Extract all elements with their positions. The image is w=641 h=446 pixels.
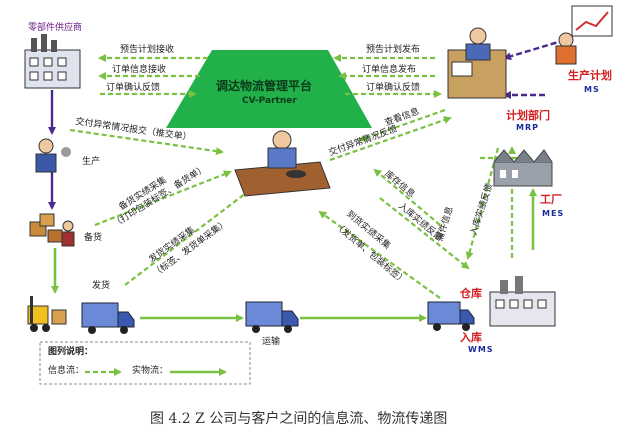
legend-title: 图列说明：: [48, 347, 94, 357]
production-plan-label: 生产计划: [568, 69, 612, 82]
platform-title: 调达物流管理平台: [216, 79, 313, 93]
legend-material-label: 实物流：: [132, 366, 169, 376]
truck-warehouse-icon: [427, 301, 475, 331]
factory-label: 工厂: [540, 193, 562, 206]
material-flows: [51, 188, 537, 376]
stock-boxes-icon: [29, 213, 75, 247]
production-plan-system-label: MS: [584, 85, 600, 94]
factory-icon: [493, 149, 553, 187]
supplier-label: 零部件供应商: [28, 23, 83, 33]
truck-transport-icon: [245, 301, 299, 333]
warehouse-label: 仓库: [460, 287, 482, 300]
planning-office-icon: [447, 27, 507, 99]
platform-subtitle: CV-Partner: [242, 96, 297, 106]
legend-box: [39, 341, 251, 385]
stock-prep-label: 备货: [84, 233, 103, 243]
production-plan-chart-icon: [555, 5, 613, 65]
flow-plan-publish: 预告计划发布: [366, 45, 421, 55]
plan-dept-label: 计划部门: [506, 109, 550, 122]
factory-system-label: MES: [542, 209, 565, 218]
system-flows: [48, 38, 566, 210]
inbound-system-label: WMS: [468, 345, 494, 354]
arrow-view-info: [358, 108, 446, 142]
arrow-stock-collect: [94, 170, 232, 227]
supplier-building-icon: [24, 34, 81, 89]
flow-confirm-left: 订单确认反馈: [106, 83, 161, 93]
arrow-demand: [465, 147, 500, 260]
shipping-label: 发货: [92, 281, 111, 291]
arrow-exception-left: [69, 128, 224, 156]
flow-order-publish: 订单信息发布: [362, 65, 417, 75]
platform-operator-icon: [234, 130, 331, 197]
flow-order-receive: 订单信息接收: [112, 65, 167, 75]
arrow-ship-collect: [124, 188, 252, 286]
forklift-icon: [27, 296, 67, 332]
plan-system-label: MRP: [516, 123, 539, 132]
arrow-ms-plan: [503, 38, 566, 61]
production-worker-icon: [35, 138, 71, 173]
warehouse-building-icon: [489, 276, 556, 327]
truck-ship-icon: [81, 302, 135, 334]
figure-caption: 图 4.2 Z 公司与客户之间的信息流、物流传递图: [150, 411, 448, 427]
arrow-inventory: [373, 168, 441, 226]
arrow-inbound-feedback: [379, 197, 470, 270]
flow-confirm-right: 订单确认反馈: [366, 83, 421, 93]
flow-plan-receive: 预告计划接收: [120, 45, 175, 55]
production-label: 生产: [82, 157, 101, 167]
transport-label: 运输: [262, 337, 281, 347]
platform-shape: [166, 50, 372, 128]
inbound-label: 入库: [460, 331, 482, 344]
arrow-exception-right: [329, 116, 452, 162]
legend-info-label: 信息流：: [48, 366, 85, 376]
arrow-inbound-collect: [318, 210, 441, 299]
